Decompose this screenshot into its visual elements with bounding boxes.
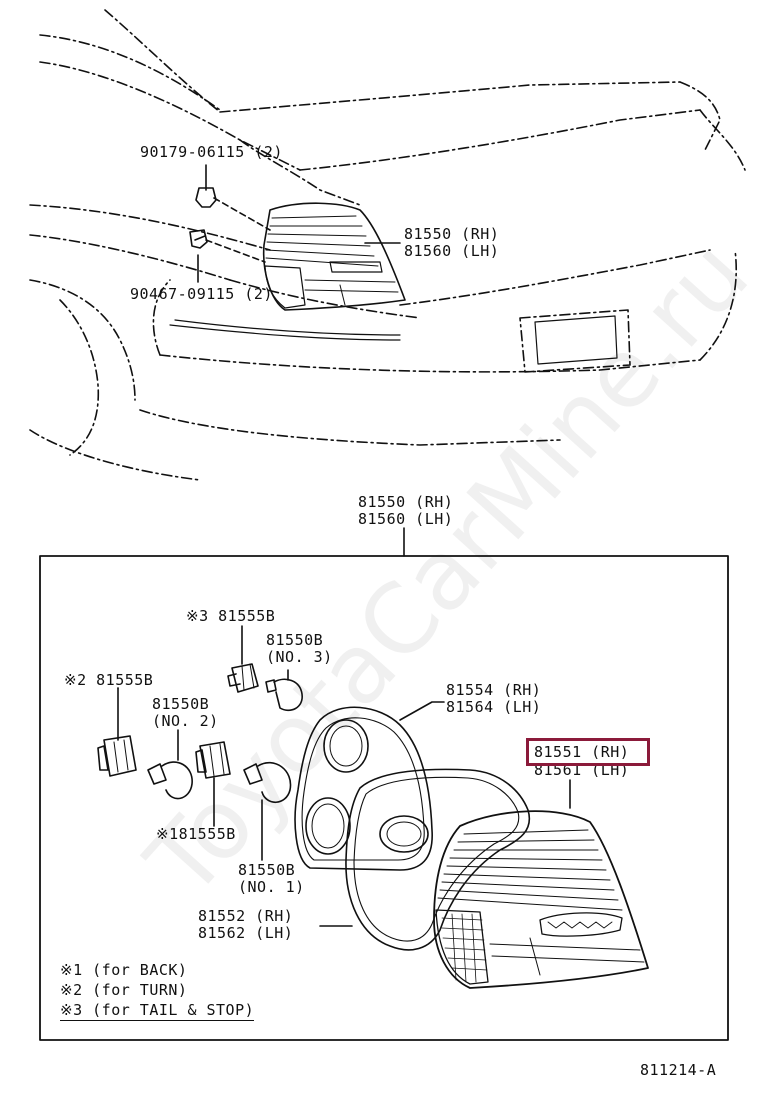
legend: ※1 (for BACK) ※2 (for TURN) ※3 (for TAIL… xyxy=(60,960,255,1021)
bulb-2-part: 81550B xyxy=(152,695,210,713)
bulb-2-num: (NO. 2) xyxy=(152,712,219,730)
assembly-rh: 81550 (RH) xyxy=(358,493,454,511)
legend-item-3: ※3 (for TAIL & STOP) xyxy=(60,1001,255,1021)
gasket-rh: 81552 (RH) xyxy=(198,907,294,925)
figure-id: 811214-A xyxy=(640,1061,717,1079)
housing-lh: 81564 (LH) xyxy=(446,698,542,716)
bulb-1-label: 81550B (NO. 1) xyxy=(238,862,305,896)
socket-3-prefix: ※3 xyxy=(186,607,209,625)
socket-2-part: 81555B xyxy=(96,671,154,689)
lens-rh: 81551 (RH) xyxy=(534,743,630,761)
socket-3-drawing xyxy=(228,626,258,692)
legend-item-2: ※2 (for TURN) xyxy=(60,981,188,999)
bolt-lower-drawing xyxy=(190,230,265,282)
housing-rh: 81554 (RH) xyxy=(446,681,542,699)
assembly-lh: 81560 (LH) xyxy=(358,510,454,528)
bulb-3-num: (NO. 3) xyxy=(266,648,333,666)
gasket-drawing xyxy=(320,769,529,949)
socket-2-drawing xyxy=(98,688,136,776)
top-lamp-drawing xyxy=(264,203,405,310)
bulb-3-label: 81550B (NO. 3) xyxy=(266,632,333,666)
bulb-1-part: 81550B xyxy=(238,861,296,879)
gasket-lh: 81562 (LH) xyxy=(198,924,294,942)
lens-part-highlight[interactable] xyxy=(526,738,650,766)
housing-drawing xyxy=(295,702,444,870)
gasket-label: 81552 (RH) 81562 (LH) xyxy=(198,908,293,942)
socket-3-part: 81555B xyxy=(218,607,276,625)
lens-drawing xyxy=(434,780,648,988)
car-body-outline xyxy=(30,10,745,480)
socket-1-label: ※181555B xyxy=(156,826,236,843)
socket-2-label: ※2 81555B xyxy=(64,672,153,689)
housing-label: 81554 (RH) 81564 (LH) xyxy=(446,682,541,716)
bolt-lower-label: 90467-09115 (2) xyxy=(130,285,273,303)
bulb-2-drawing xyxy=(148,730,192,799)
socket-1-drawing xyxy=(196,742,230,826)
socket-2-prefix: ※2 xyxy=(64,671,87,689)
legend-item-1: ※1 (for BACK) xyxy=(60,961,188,979)
socket-1-prefix: ※1 xyxy=(156,825,179,843)
socket-3-label: ※3 81555B xyxy=(186,608,275,625)
bulb-3-part: 81550B xyxy=(266,631,324,649)
top-lamp-lh: 81560 (LH) xyxy=(404,242,500,260)
top-lamp-rh: 81550 (RH) xyxy=(404,225,500,243)
top-lamp-label: 81550 (RH) 81560 (LH) xyxy=(404,226,499,260)
bolt-upper-label: 90179-06115 (2) xyxy=(140,143,283,161)
bulb-1-num: (NO. 1) xyxy=(238,878,305,896)
assembly-frame xyxy=(40,556,728,1040)
socket-1-part: 81555B xyxy=(178,825,236,843)
bolt-upper-drawing xyxy=(196,165,270,230)
assembly-label: 81550 (RH) 81560 (LH) xyxy=(358,494,453,528)
bulb-3-drawing xyxy=(266,670,302,710)
bulb-1-drawing xyxy=(244,763,291,860)
bulb-2-label: 81550B (NO. 2) xyxy=(152,696,219,730)
